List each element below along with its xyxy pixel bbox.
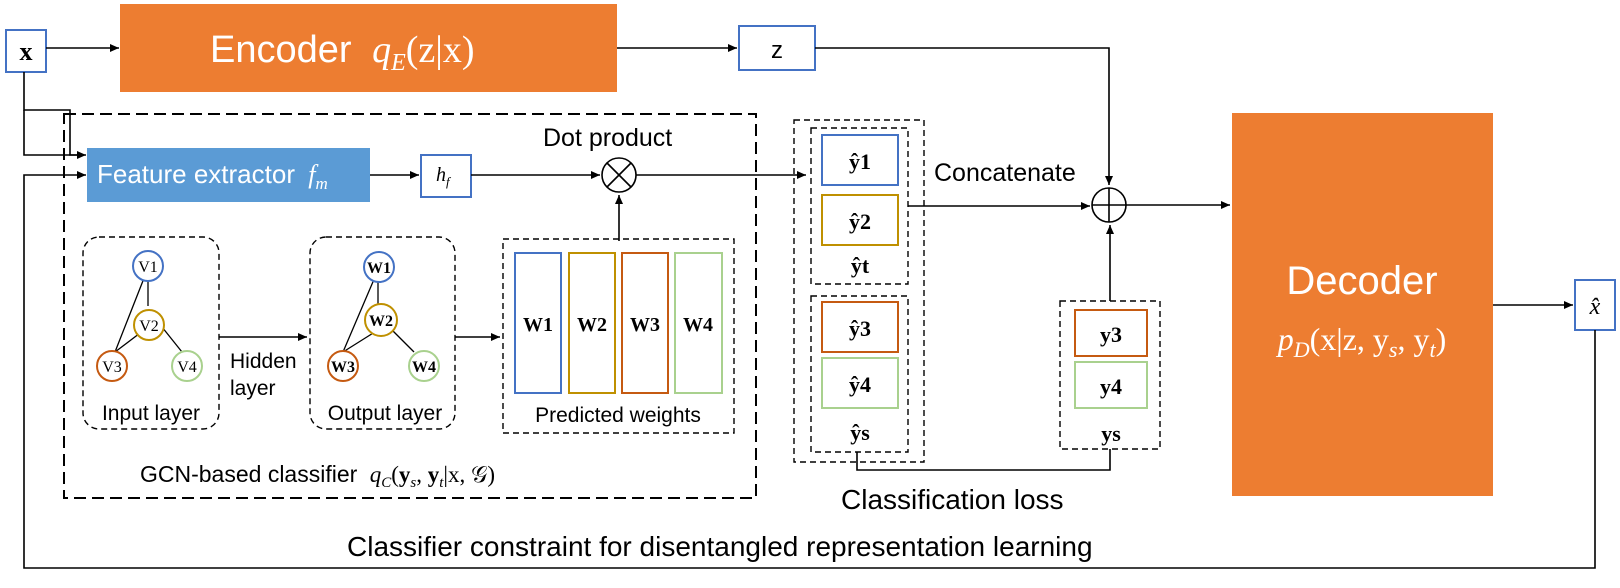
input-x-node: x [5, 29, 47, 73]
yhat-1-label: ŷ1 [849, 149, 871, 174]
input-layer-graph: V1 V2 V3 V4 Input layer [82, 236, 220, 430]
encoder-label: Encoder [210, 29, 352, 71]
dot-product-op [601, 157, 637, 193]
graph-node-v4 [171, 350, 203, 382]
hidden-label-2: layer [230, 377, 276, 400]
feature-extractor-label: Feature extractor [97, 159, 295, 189]
yhat-3-label: ŷ3 [849, 316, 871, 341]
input-layer-label: Input layer [102, 402, 200, 425]
yhat-s-frame [810, 295, 909, 453]
output-xhat-label: x̂ [1589, 294, 1601, 320]
node-label: W3 [331, 359, 355, 376]
output-layer-label: Output layer [328, 402, 442, 425]
node-label: V2 [139, 318, 159, 335]
output-layer-graph: W1 W2 W3 W4 Output layer [309, 236, 456, 430]
latent-z-label: z [771, 37, 783, 64]
decoder-label: Decoder [1286, 259, 1437, 303]
ys-group: y3 y4 ys [1074, 309, 1148, 446]
gcn-classifier-frame [63, 113, 757, 499]
weight-label: W1 [523, 314, 553, 336]
encoder-block: Encoder qE(z|x) [120, 4, 617, 92]
node-label: W2 [369, 313, 393, 330]
node-label: V3 [102, 359, 122, 376]
feature-extractor-block: Feature extractor fm [87, 148, 370, 202]
predicted-weights-label: Predicted weights [535, 404, 701, 427]
node-label: V4 [177, 359, 197, 376]
graph-node-v2 [133, 309, 165, 341]
predicted-weights: W1 W2 W3 W4 Predicted weights [502, 238, 735, 434]
output-xhat-node: x̂ [1574, 279, 1616, 331]
yhat-outer-frame [793, 119, 925, 463]
dot-product-label: Dot product [543, 124, 672, 152]
yhat-s-label: ŷs [850, 420, 870, 445]
yhat-t-group: ŷ1 ŷ2 ŷt [821, 134, 899, 278]
latent-z-node: z [738, 25, 816, 71]
decoder-math: pD(x|z, ys, yt) [1276, 321, 1447, 362]
concat-op [1091, 187, 1127, 223]
weight-label: W3 [630, 314, 660, 336]
input-x-label: x [20, 37, 33, 66]
svg-text:Feature extractor fm: Feature extractor fm [97, 159, 328, 193]
classifier-constraint-label: Classifier constraint for disentangled r… [347, 531, 1093, 562]
gcn-classifier-label: GCN-based classifier qC(ys, yt|x, 𝒢) [140, 461, 495, 491]
graph-node-v1 [132, 250, 164, 282]
classification-loss-label: Classification loss [841, 484, 1064, 515]
hidden-label-1: Hidden [230, 350, 297, 373]
hf-node: hf [420, 154, 472, 198]
yhat-s-group: ŷ3 ŷ4 ŷs [821, 301, 899, 445]
yhat-2-label: ŷ2 [849, 209, 871, 234]
svg-text:Encoder qE(z|x): Encoder qE(z|x) [210, 29, 475, 76]
node-label: W4 [412, 359, 436, 376]
y-4-label: y4 [1100, 374, 1122, 399]
node-label: V1 [138, 259, 158, 276]
node-label: W1 [367, 260, 391, 277]
weight-label: W4 [683, 314, 713, 336]
weight-label: W2 [577, 314, 607, 336]
yhat-t-label: ŷt [851, 253, 870, 278]
y-3-label: y3 [1100, 322, 1122, 347]
decoder-block: Decoder pD(x|z, ys, yt) [1232, 113, 1493, 496]
yhat-4-label: ŷ4 [849, 372, 871, 397]
concatenate-label: Concatenate [934, 159, 1076, 187]
ys-label: ys [1101, 421, 1121, 446]
graph-node-v3 [96, 350, 128, 382]
